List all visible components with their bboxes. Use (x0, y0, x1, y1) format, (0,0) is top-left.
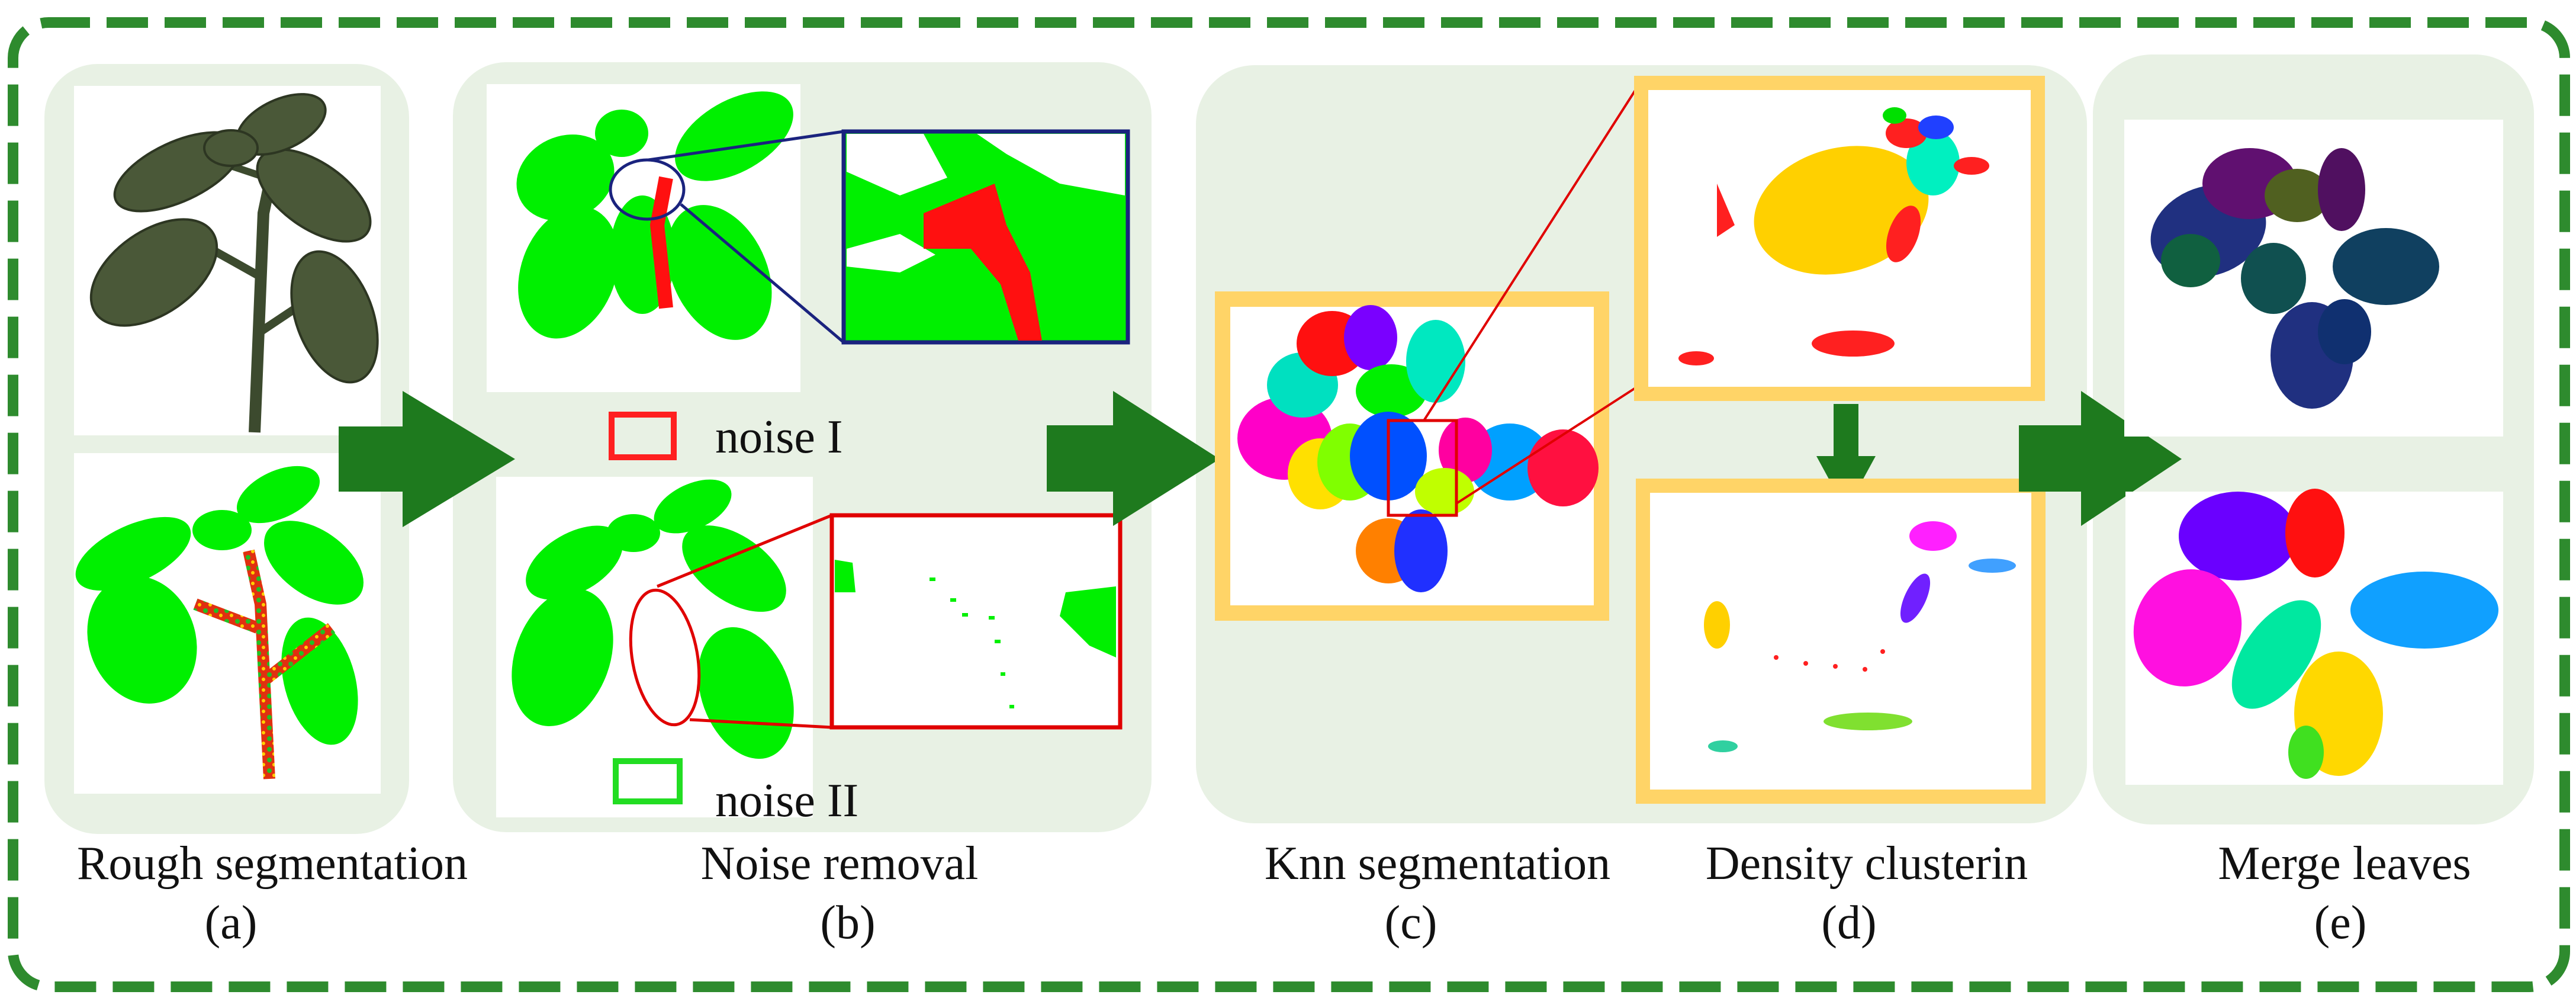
zoom-circle-blue (609, 158, 686, 221)
zoom-line-blue-top (648, 130, 844, 162)
stage-e-tag: (e) (2314, 897, 2367, 949)
stage-b-tag: (b) (820, 897, 876, 949)
noise-one-red-stem (649, 176, 673, 309)
zoom-line-blue-bottom (680, 203, 845, 344)
knn-zoom-line-top (1423, 82, 1641, 422)
density-after-points (1704, 521, 2016, 752)
knn-zoom-box (1387, 419, 1458, 517)
merge-after-leaves (2133, 489, 2498, 779)
arrow-a-to-b (339, 391, 515, 527)
legend-noise-one-swatch (609, 412, 677, 460)
zoom-inset-blue-content (847, 134, 1125, 341)
stage-c-title: Knn segmentation (1264, 838, 1611, 890)
rough-seg-stem (193, 549, 336, 779)
arrow-d-down-shaft (1834, 404, 1858, 460)
knn-zoom-line-bottom (1455, 384, 1641, 505)
plant-photo-figure (89, 93, 379, 433)
zoom-inset-red-content (835, 560, 1116, 708)
noise-two-leaves (512, 479, 794, 759)
stage-e-title: Merge leaves (2218, 838, 2471, 890)
image-density-after (1636, 479, 2046, 804)
stage-a-title: Rough segmentation (77, 838, 468, 890)
rough-seg-leaves (75, 466, 364, 745)
legend-noise-one-label: noise I (715, 411, 843, 463)
stage-d-tag: (d) (1821, 897, 1877, 949)
outer-dashed-frame (8, 17, 2570, 992)
stage-a-tag: (a) (204, 897, 258, 949)
merge-before-leaves (2150, 148, 2439, 409)
arrow-b-to-c (1047, 391, 1220, 526)
stage-c-tag: (c) (1384, 897, 1437, 949)
legend-noise-two-label: noise II (715, 775, 859, 827)
zoom-line-red-top (657, 514, 832, 588)
arrow-d-to-e (2019, 391, 2182, 526)
legend-noise-two-swatch (613, 758, 683, 804)
stage-d-title: Density clusterin (1705, 838, 2028, 890)
zoom-ellipse-red (629, 588, 701, 727)
density-before-points (1678, 107, 1989, 365)
stage-b-title: Noise removal (700, 838, 979, 890)
zoom-line-red-bottom (689, 718, 832, 729)
